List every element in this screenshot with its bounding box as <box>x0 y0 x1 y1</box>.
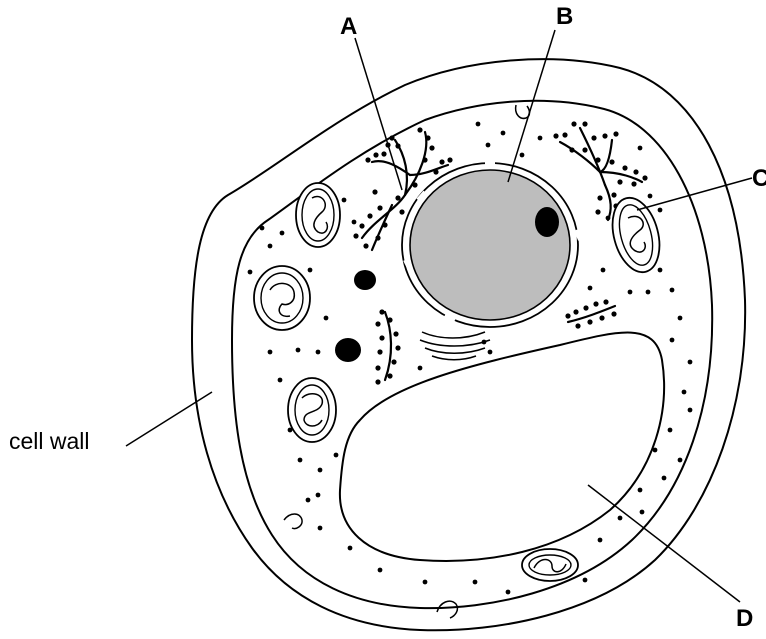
organelle-bottom <box>522 549 578 581</box>
leader-line-c <box>637 178 752 210</box>
nucleoplasm <box>410 170 570 320</box>
label-b: B <box>556 3 573 30</box>
golgi-apparatus <box>420 332 490 360</box>
label-a: A <box>340 13 357 40</box>
granule-1 <box>354 270 376 290</box>
organelle-left <box>254 266 310 330</box>
granule-2 <box>335 338 361 362</box>
plasmodesma-left <box>284 514 302 529</box>
leader-line-a <box>355 38 402 190</box>
label-cell-wall: cell wall <box>9 428 90 454</box>
nucleus <box>402 163 580 327</box>
plasmodesma-top <box>516 105 530 118</box>
nucleolus <box>535 207 559 237</box>
organelle-upper-left <box>296 183 340 247</box>
plasmodesma-bottom <box>437 601 457 618</box>
organelle-lower-left <box>288 378 336 442</box>
label-c: C <box>752 165 766 192</box>
label-d: D <box>736 605 753 632</box>
